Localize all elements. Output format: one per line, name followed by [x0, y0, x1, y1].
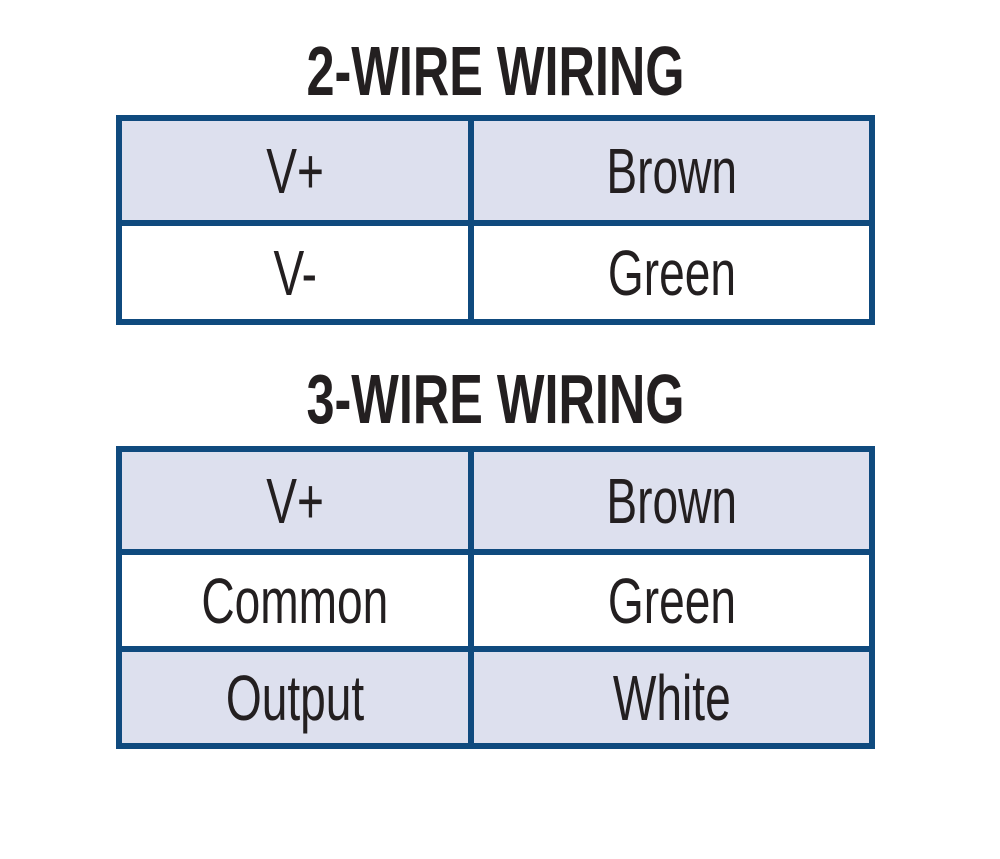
- three-wire-wiring-table: V+ Brown Common Green Output White: [116, 446, 875, 749]
- table-row: V- Green: [122, 220, 869, 319]
- terminal-label: V+: [266, 464, 324, 537]
- table-row: Common Green: [122, 549, 869, 646]
- wire-color-cell: Green: [474, 555, 869, 646]
- wire-color-label: Brown: [606, 464, 737, 537]
- table-row: V+ Brown: [122, 452, 869, 549]
- terminal-label: V-: [273, 236, 317, 309]
- two-wire-wiring-title: 2-WIRE WIRING: [116, 36, 875, 106]
- three-wire-wiring-title-text: 3-WIRE WIRING: [306, 360, 685, 438]
- wire-color-cell: White: [474, 652, 869, 743]
- terminal-cell: V+: [122, 121, 474, 220]
- terminal-label: V+: [266, 134, 324, 207]
- table-row: Output White: [122, 646, 869, 743]
- terminal-cell: Output: [122, 652, 474, 743]
- terminal-cell: V-: [122, 226, 474, 319]
- wire-color-label: Green: [607, 236, 736, 309]
- wire-color-cell: Brown: [474, 452, 869, 549]
- wire-color-label: Green: [607, 564, 736, 637]
- wire-color-cell: Brown: [474, 121, 869, 220]
- terminal-cell: V+: [122, 452, 474, 549]
- wire-color-cell: Green: [474, 226, 869, 319]
- terminal-cell: Common: [122, 555, 474, 646]
- wire-color-label: White: [612, 661, 731, 734]
- terminal-label: Output: [225, 661, 365, 734]
- two-wire-wiring-title-text: 2-WIRE WIRING: [306, 32, 685, 110]
- wire-color-label: Brown: [606, 134, 737, 207]
- three-wire-wiring-title: 3-WIRE WIRING: [116, 364, 875, 434]
- terminal-label: Common: [201, 564, 389, 637]
- two-wire-wiring-table: V+ Brown V- Green: [116, 115, 875, 325]
- table-row: V+ Brown: [122, 121, 869, 220]
